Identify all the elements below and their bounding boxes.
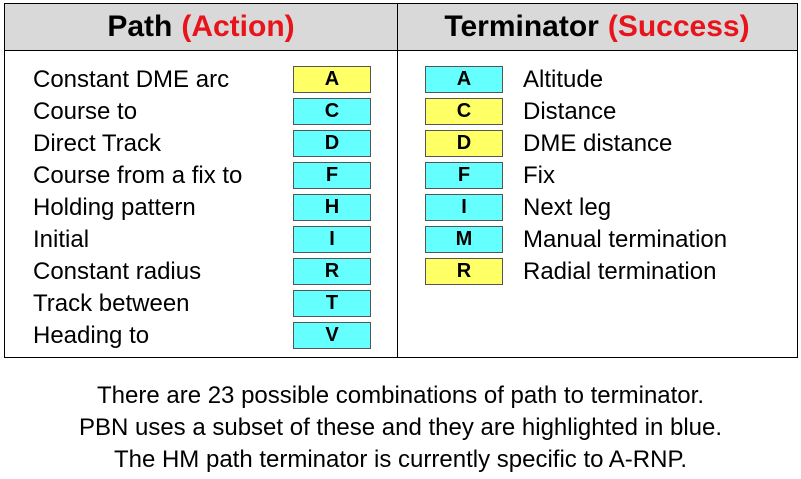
path-header-title: Path: [107, 10, 173, 43]
path-code-box: R: [293, 258, 371, 285]
terminator-code-box: F: [425, 162, 503, 189]
path-header: Path (Action): [5, 4, 397, 51]
path-code-box: H: [293, 194, 371, 221]
path-code-box: A: [293, 66, 371, 93]
path-code-box: V: [293, 322, 371, 349]
caption-line: The HM path terminator is currently spec…: [113, 446, 688, 473]
path-code-box: T: [293, 290, 371, 317]
path-header-accent: (Action): [181, 10, 295, 43]
terminator-label: Manual termination: [523, 226, 728, 253]
path-code-box: I: [293, 226, 371, 253]
caption-line: PBN uses a subset of these and they are …: [78, 414, 723, 441]
path-label: Holding pattern: [33, 194, 196, 221]
path-label: Track between: [33, 290, 190, 317]
terminator-code-box: D: [425, 130, 503, 157]
path-terminator-table: Path (Action) Terminator (Success) Const…: [4, 3, 798, 358]
terminator-code-box: R: [425, 258, 503, 285]
path-label: Constant DME arc: [33, 66, 230, 93]
column-divider: [397, 4, 398, 357]
path-code-box: D: [293, 130, 371, 157]
caption: There are 23 possible combinations of pa…: [0, 380, 801, 476]
path-label: Heading to: [33, 322, 150, 349]
terminator-code-box: C: [425, 98, 503, 125]
path-label: Course to: [33, 98, 138, 125]
path-label: Course from a fix to: [33, 162, 243, 189]
path-label: Constant radius: [33, 258, 202, 285]
terminator-label: DME distance: [523, 130, 673, 157]
terminator-code-box: M: [425, 226, 503, 253]
terminator-code-box: I: [425, 194, 503, 221]
terminator-label: Next leg: [523, 194, 612, 221]
terminator-label: Radial termination: [523, 258, 717, 285]
path-label: Initial: [33, 226, 90, 253]
terminator-label: Distance: [523, 98, 617, 125]
terminator-label: Fix: [523, 162, 555, 189]
terminator-code-box: A: [425, 66, 503, 93]
terminator-header-title: Terminator: [444, 10, 599, 43]
terminator-label: Altitude: [523, 66, 604, 93]
path-code-box: F: [293, 162, 371, 189]
terminator-header-accent: (Success): [607, 10, 750, 43]
path-code-box: C: [293, 98, 371, 125]
terminator-header: Terminator (Success): [397, 4, 797, 51]
path-label: Direct Track: [33, 130, 162, 157]
caption-line: There are 23 possible combinations of pa…: [96, 382, 704, 409]
